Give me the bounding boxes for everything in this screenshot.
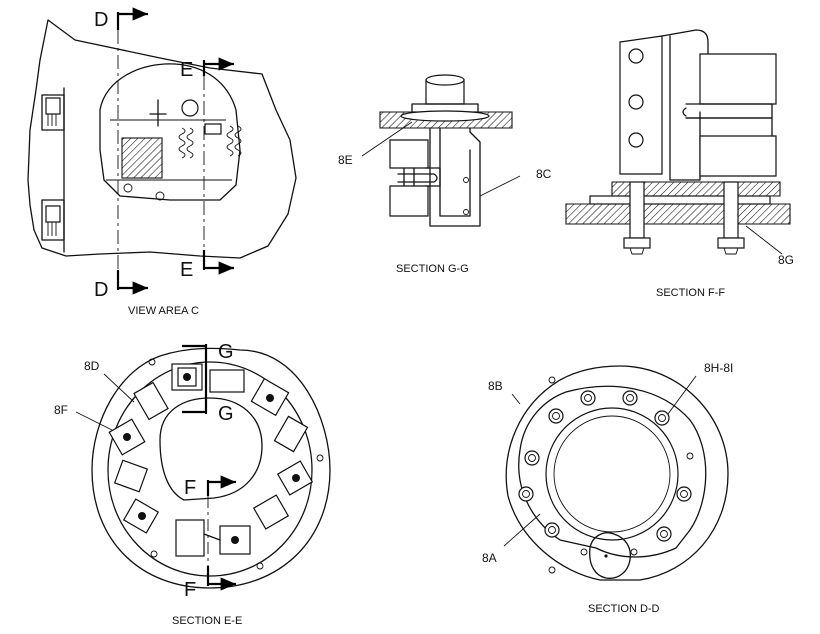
contact-assembly-4 — [175, 519, 251, 557]
contact-assembly-2 — [250, 377, 309, 453]
section-d-d: 8B 8H-8I 8A SECTION D-D — [482, 361, 733, 615]
cut-letter-f-top: F — [184, 477, 196, 499]
bolt-right — [717, 181, 745, 255]
cut-letter-g-bottom: G — [218, 403, 234, 425]
cut-letter-d-bottom: D — [94, 279, 108, 301]
bolt-left — [623, 181, 651, 255]
cut-letter-e-bottom: E — [180, 259, 193, 281]
callout-8g: 8G — [778, 253, 794, 267]
caption-view-area-c: VIEW AREA C — [128, 305, 199, 317]
view-area-c: D D E E VIEW AREA C — [27, 7, 297, 317]
spring-left — [178, 127, 194, 159]
contact-assembly-1 — [171, 363, 245, 393]
contact-assembly-6 — [108, 381, 169, 456]
spring-right — [226, 125, 242, 157]
cut-letter-e-top: E — [180, 59, 193, 81]
contact-assembly-3 — [252, 460, 314, 530]
contact-assembly-5 — [113, 459, 160, 534]
callout-8a: 8A — [482, 551, 497, 565]
caption-section-f-f: SECTION F-F — [656, 287, 725, 299]
callout-8c: 8C — [536, 167, 552, 181]
callout-8e: 8E — [338, 153, 353, 167]
caption-section-g-g: SECTION G-G — [396, 263, 469, 275]
section-g-g: 8E 8C SECTION G-G — [338, 74, 552, 275]
caption-section-d-d: SECTION D-D — [588, 603, 660, 615]
section-e-e: G G F F 8D 8F SECTION E-E — [54, 341, 331, 627]
cut-letter-g-top: G — [218, 341, 234, 363]
flange-bolt-top — [45, 97, 61, 126]
callout-8d: 8D — [84, 359, 100, 373]
cut-letter-f-bottom: F — [184, 579, 196, 601]
caption-section-e-e: SECTION E-E — [172, 615, 242, 627]
callout-8h-8i: 8H-8I — [704, 361, 733, 375]
cut-letter-d-top: D — [94, 9, 108, 31]
callout-8f: 8F — [54, 403, 68, 417]
callout-8b: 8B — [488, 379, 503, 393]
flange-bolt-bottom — [45, 205, 61, 236]
ring-bolt-set — [518, 390, 692, 542]
section-f-f: 8G SECTION F-F — [565, 29, 794, 299]
